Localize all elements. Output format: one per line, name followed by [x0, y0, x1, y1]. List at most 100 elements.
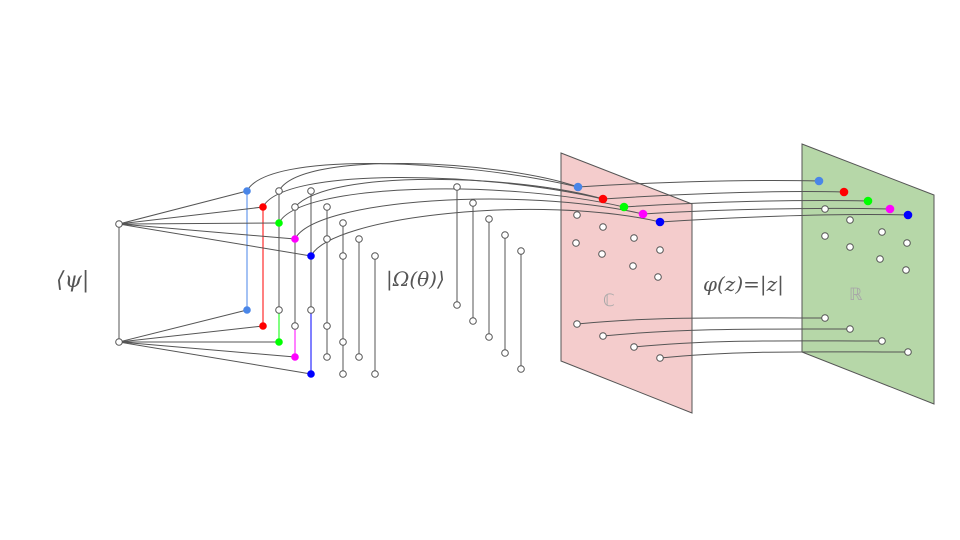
bra-fan-wire-bottom: [118, 341, 312, 375]
real-point: [821, 232, 829, 240]
real-colored-point: [839, 187, 849, 197]
complex-point: [629, 262, 637, 270]
real-colored-point: [863, 196, 873, 206]
colored-node-top: [291, 235, 299, 243]
map-wire: [633, 340, 883, 348]
gray-node-bottom: [355, 353, 363, 361]
gray-node-top: [355, 235, 363, 243]
real-point: [846, 325, 854, 333]
real-point: [821, 205, 829, 213]
map-phi-label: φ(z)=|z|: [703, 272, 784, 297]
bra-fan-wire-bottom: [118, 341, 296, 358]
real-plane-label: ℝ: [849, 285, 863, 305]
real-colored-point: [903, 210, 913, 220]
colored-node-top: [259, 203, 267, 211]
map-wire: [577, 179, 820, 188]
omega-node-bottom: [469, 317, 477, 325]
gray-node-bottom: [339, 370, 347, 378]
gray-node-top: [323, 235, 331, 243]
real-point: [902, 266, 910, 274]
omega-node-top: [453, 183, 461, 191]
map-wire: [602, 191, 845, 200]
arc-wire: [294, 178, 604, 208]
gray-node-top: [275, 187, 283, 195]
gray-node-top: [323, 203, 331, 211]
omega-node-bottom: [501, 349, 509, 357]
colored-node-top: [307, 252, 315, 260]
gray-node-bottom: [291, 322, 299, 330]
colored-node-bottom: [275, 338, 283, 346]
colored-node-bottom: [307, 370, 315, 378]
omega-node-bottom: [517, 365, 525, 373]
gray-node-top: [371, 252, 379, 260]
complex-colored-point: [573, 182, 583, 192]
gray-node-top: [307, 187, 315, 195]
gray-node-bottom: [323, 322, 331, 330]
map-wire: [642, 207, 891, 215]
complex-point: [599, 332, 607, 340]
real-point: [846, 243, 854, 251]
real-colored-point: [814, 176, 824, 186]
bra-fan-wire-bottom: [118, 309, 248, 343]
colored-node-top: [243, 187, 251, 195]
bra-node-top: [115, 220, 123, 228]
complex-point: [572, 239, 580, 247]
bra-fan-wire-top: [118, 206, 264, 225]
real-point: [904, 348, 912, 356]
gray-node-bottom: [307, 306, 315, 314]
map-wire: [623, 199, 869, 208]
colored-node-bottom: [291, 353, 299, 361]
real-point: [878, 337, 886, 345]
complex-colored-point: [638, 209, 648, 219]
real-point: [876, 255, 884, 263]
gray-node-bottom: [275, 306, 283, 314]
complex-plane: [560, 152, 693, 414]
arc-wire: [278, 162, 579, 192]
map-wire: [659, 214, 909, 223]
gray-node-top: [339, 252, 347, 260]
omega-node-top: [469, 199, 477, 207]
omega-node-top: [485, 215, 493, 223]
complex-point: [656, 246, 664, 254]
real-plane: [801, 143, 935, 405]
arc-wire: [294, 198, 644, 240]
colored-node-bottom: [243, 306, 251, 314]
real-point: [846, 216, 854, 224]
gray-node-bottom: [371, 370, 379, 378]
complex-point: [656, 354, 664, 362]
bra-node-bottom: [115, 338, 123, 346]
bra-psi-label: ⟨ψ|: [56, 268, 89, 293]
real-point: [821, 314, 829, 322]
complex-colored-point: [619, 202, 629, 212]
complex-point: [573, 320, 581, 328]
complex-plane-label: ℂ: [603, 291, 615, 311]
complex-colored-point: [598, 194, 608, 204]
gray-node-bottom: [339, 338, 347, 346]
real-point: [878, 228, 886, 236]
complex-point: [598, 250, 606, 258]
bra-fan-wire-top: [118, 190, 248, 225]
complex-point: [599, 223, 607, 231]
omega-node-bottom: [485, 333, 493, 341]
omega-node-top: [501, 231, 509, 239]
gray-node-top: [291, 203, 299, 211]
colored-node-bottom: [259, 322, 267, 330]
complex-point: [630, 343, 638, 351]
map-wire: [576, 317, 826, 325]
complex-point: [573, 211, 581, 219]
gray-node-top: [339, 219, 347, 227]
real-point: [903, 239, 911, 247]
complex-colored-point: [655, 217, 665, 227]
omega-theta-label: |Ω(θ)⟩: [386, 267, 445, 292]
bra-fan-wire-bottom: [118, 325, 264, 343]
gray-node-bottom: [323, 353, 331, 361]
omega-node-bottom: [453, 301, 461, 309]
map-wire: [659, 351, 909, 359]
real-colored-point: [885, 204, 895, 214]
complex-point: [654, 273, 662, 281]
map-wire: [602, 328, 851, 337]
network-wires: [118, 162, 909, 375]
network-nodes: [115, 176, 913, 378]
bra-fan-wire-top: [118, 223, 296, 240]
